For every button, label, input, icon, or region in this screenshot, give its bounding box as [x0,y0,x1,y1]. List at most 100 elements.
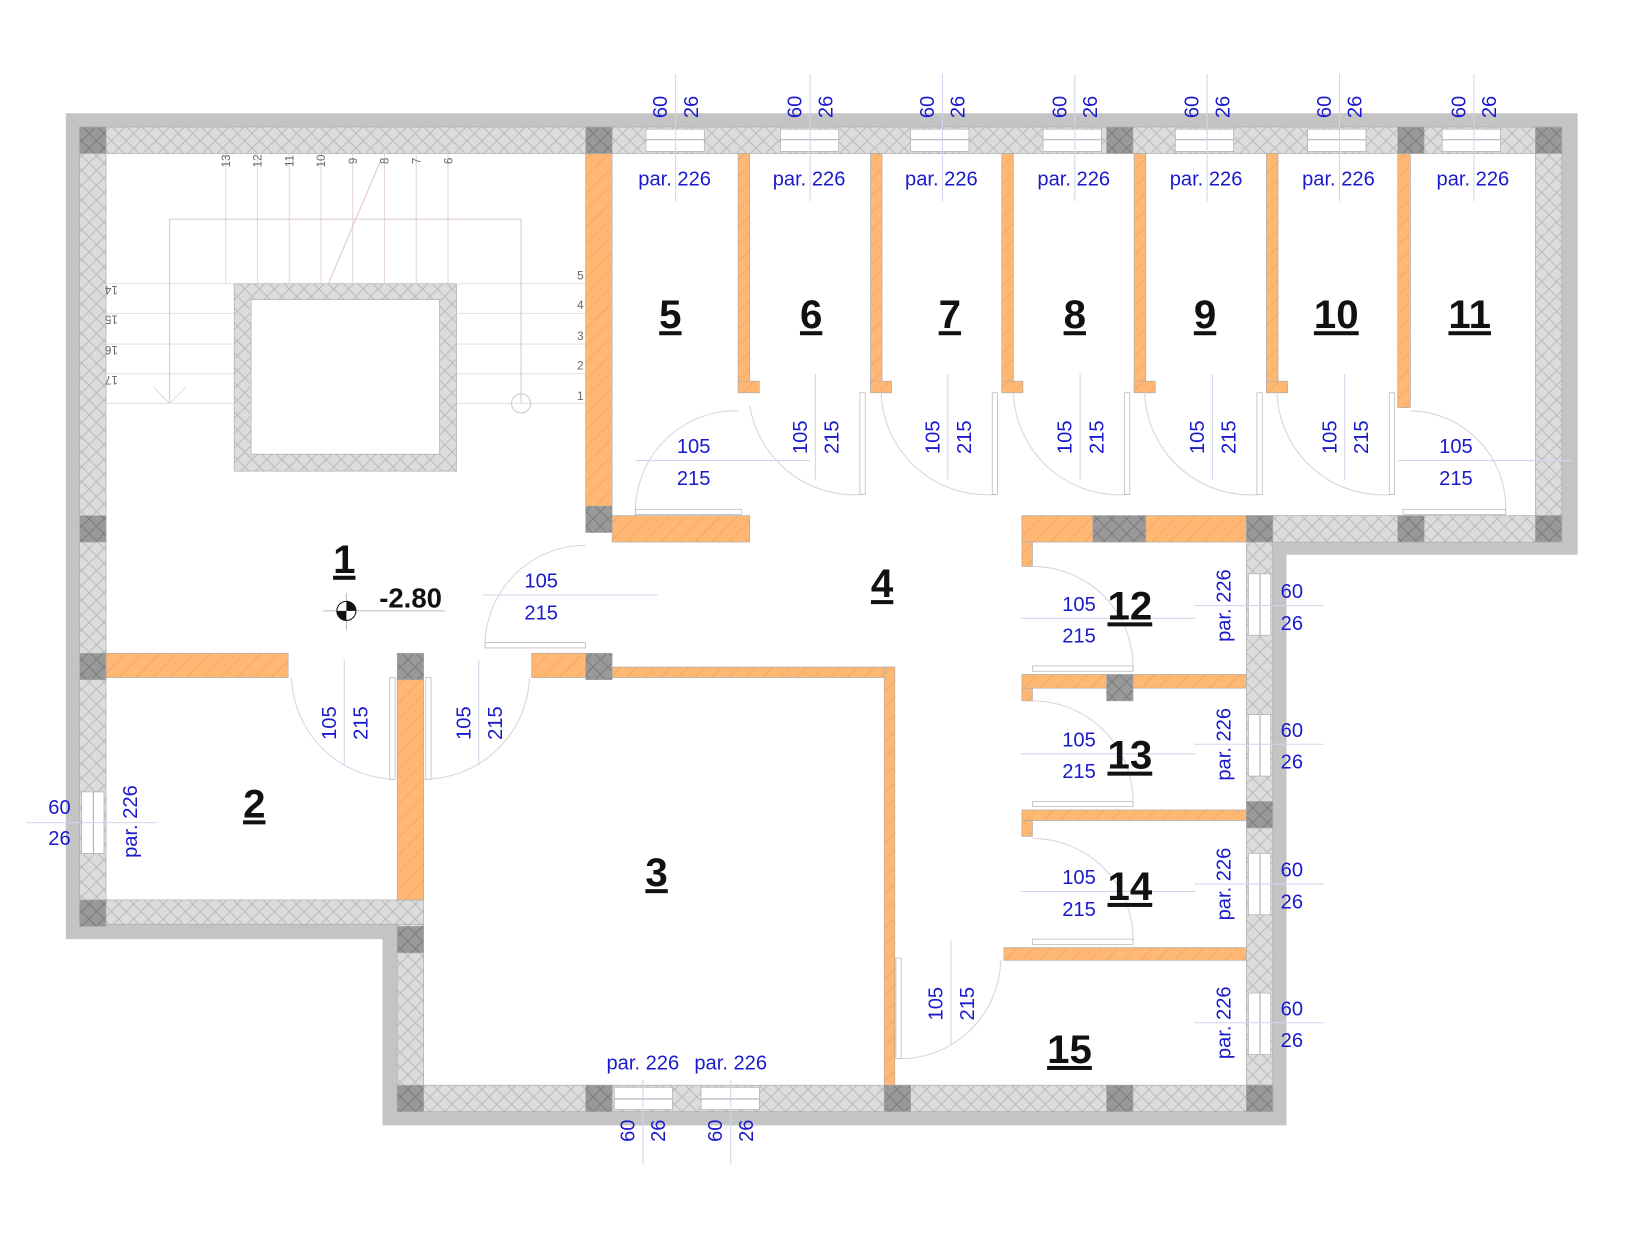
door-height-label: 215 [1439,468,1473,490]
window-height-label: 26 [1345,96,1367,118]
door-leaf [1124,392,1131,495]
partition-wall [1133,380,1156,394]
window-sill-label: par. 226 [606,1052,679,1074]
room-number: 15 [1047,1027,1092,1072]
room-number: 9 [1194,292,1216,337]
door-leaf [991,392,998,495]
column [79,899,107,927]
room-number: 13 [1107,733,1152,778]
window-width-label: 60 [650,96,672,118]
columns [79,126,1563,1112]
column [883,1084,912,1112]
stair-step-number: 17 [105,373,118,386]
door-width-label: 105 [524,571,558,593]
column [396,1084,425,1112]
room-number: 5 [659,292,681,337]
door-width-label: 105 [1062,729,1096,751]
stair-step-number: 2 [577,359,583,372]
door-height-label: 215 [954,420,976,454]
column [585,1084,613,1112]
door-leaf [859,392,866,495]
window-width-label: 60 [1182,96,1204,118]
outer-wall-outline [65,113,1578,1126]
load-bearing-walls [79,126,1563,1112]
column [1245,801,1274,829]
partition-wall [737,380,760,394]
door-leaf [1402,508,1507,515]
stair-step-number: 8 [379,158,392,164]
window-height-label: 26 [1080,96,1102,118]
window-width-label: 60 [1448,96,1470,118]
door-height-label: 215 [1219,420,1241,454]
door-height-label: 215 [1086,420,1108,454]
column [79,652,107,681]
window-sill-label: par. 226 [1437,168,1510,190]
column [79,515,107,543]
stair-step-number: 3 [577,330,583,343]
column [585,126,613,154]
window-sill-label: par. 226 [1037,168,1110,190]
stair-step-number: 16 [105,343,118,356]
door-swing [1012,392,1128,496]
partition-wall [1133,153,1147,393]
column [79,126,107,154]
window-height-label: 26 [1281,891,1303,913]
room-number: 12 [1107,583,1152,628]
partition-wall [396,677,425,901]
door-height-label: 215 [485,706,507,740]
room-number: 1 [333,537,355,582]
partition-wall [1266,380,1288,394]
window-sill-label: par. 226 [120,785,142,858]
door-leaf [895,957,902,1060]
door-swing [880,392,996,496]
column [1106,1084,1134,1112]
window-width-label: 60 [1281,581,1303,603]
column [1245,1084,1274,1112]
partition-wall [870,153,883,393]
column [1397,515,1425,543]
room-number: 4 [871,561,894,606]
partition-wall [1021,687,1033,702]
partition-wall [105,652,289,678]
stair-step-number: 5 [577,270,583,283]
window-sill-label: par. 226 [694,1052,767,1074]
doors-and-windows [290,392,1507,1060]
stair-step-number: 9 [347,158,360,164]
window-width-label: 60 [705,1120,727,1142]
door-height-label: 215 [1062,761,1096,783]
window-sill-label: par. 226 [1302,168,1375,190]
window-height-label: 26 [1479,96,1501,118]
door-swing [749,405,864,496]
window-sill-label: par. 226 [638,168,711,190]
stair-arrow-icon [153,387,186,405]
column [1092,515,1147,543]
wall [396,1084,1274,1112]
window-sill-label: par. 226 [905,168,978,190]
window-width-label: 60 [1281,860,1303,882]
partition-wall [1003,947,1247,961]
stair-start-marker [511,393,532,414]
column [585,505,613,533]
window-height-label: 26 [1281,613,1303,635]
door-swing [290,677,396,780]
door-swing [1410,410,1507,514]
level-marker-icon [336,601,356,621]
door-swing [1032,565,1134,670]
room-number: 10 [1314,292,1359,337]
door-leaf [389,677,396,780]
partition-wall [737,153,751,393]
partition-wall [1021,809,1247,821]
column [396,652,425,681]
window-sill-label: par. 226 [1170,168,1243,190]
door-leaf [1032,938,1134,945]
partition-wall [1021,674,1247,689]
partition-wall [531,652,586,678]
door-swing [1032,837,1134,943]
window-height-label: 26 [815,96,837,118]
door-swing [1032,700,1134,805]
stair-step-number: 15 [105,312,118,325]
door-swing [900,960,1002,1060]
door-width-label: 105 [790,420,812,454]
partition-wall [1021,820,1033,837]
